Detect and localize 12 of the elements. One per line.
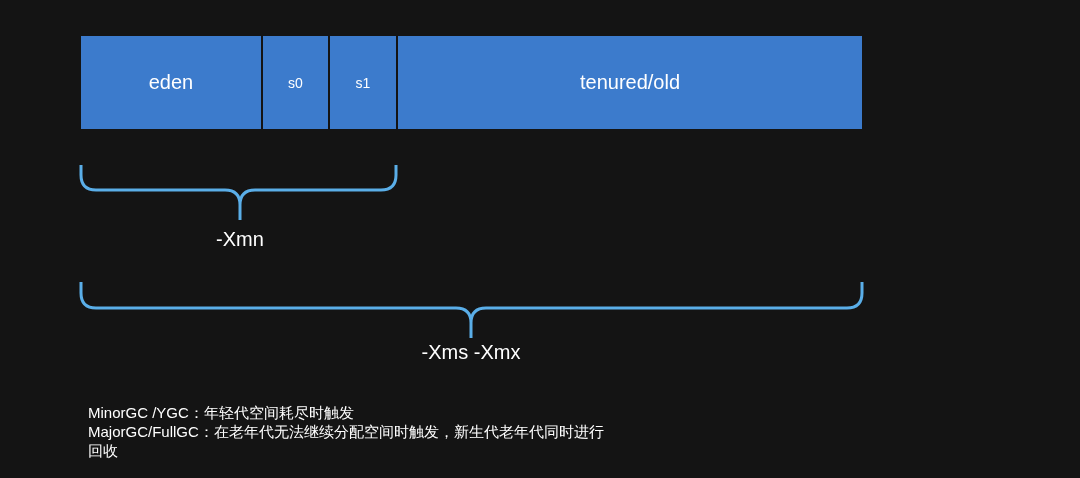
note-text: MajorGC/FullGC：在老年代无法继续分配空间时触发，新生代老年代同时进行回收 [88, 422, 605, 460]
region-label: tenured/old [579, 71, 681, 94]
memory-region-box [263, 36, 328, 129]
region-label: s1 [355, 74, 371, 91]
jvm-option-label: -Xmn [215, 230, 265, 249]
jvm-option-label: -Xms -Xmx [420, 343, 522, 362]
memory-region-box [398, 36, 862, 129]
memory-region-box [330, 36, 396, 129]
region-label: eden [148, 71, 194, 94]
note-text: MinorGC /YGC：年轻代空间耗尽时触发 [88, 403, 355, 422]
memory-region-box [81, 36, 261, 129]
region-label: s0 [288, 74, 303, 91]
